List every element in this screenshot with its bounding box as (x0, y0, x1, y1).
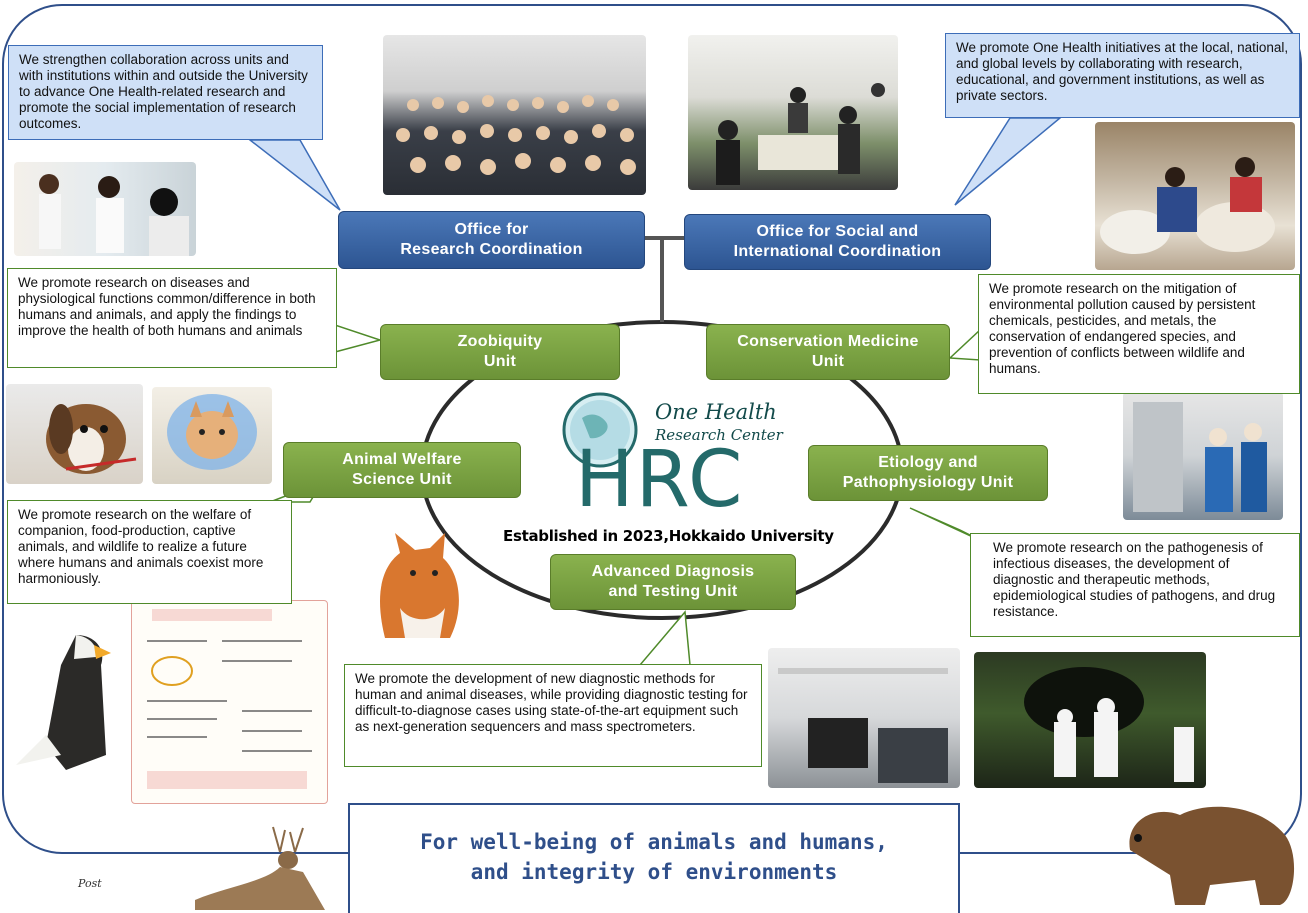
conservation-description: We promote research on the mitigation of… (978, 274, 1300, 394)
etiology-line2: Pathophysiology Unit (842, 474, 1014, 491)
conservation-line1: Conservation Medicine (737, 333, 919, 350)
office-research-line2: Research Coordination (400, 241, 583, 258)
welfare-line1: Animal Welfare (342, 451, 462, 468)
office-social-international[interactable]: Office for Social and International Coor… (684, 214, 991, 270)
logo-hrc: HRC (575, 435, 745, 525)
office-research-coordination[interactable]: Office for Research Coordination (338, 211, 645, 269)
established-caption: Established in 2023,Hokkaido University (503, 527, 834, 545)
cat-cone-photo (152, 387, 272, 484)
tail-research (247, 139, 341, 211)
tail-social (954, 117, 1063, 206)
deer-illustration (185, 822, 345, 910)
tail-zoobiquity (334, 323, 383, 353)
diagnosis-line1: Advanced Diagnosis (591, 563, 755, 580)
office-research-line1: Office for (454, 221, 529, 238)
slogan-line2: and integrity of environments (470, 860, 838, 884)
logo-one-health: One Health (655, 400, 777, 424)
office-social-line2: International Coordination (733, 243, 942, 260)
fox-illustration (365, 528, 475, 640)
conservation-medicine-unit[interactable]: Conservation Medicine Unit (706, 324, 950, 380)
social-office-description: We promote One Health initiatives at the… (945, 33, 1300, 118)
office-social-line1: Office for Social and (756, 223, 919, 240)
etiology-description: We promote research on the pathogenesis … (970, 533, 1300, 637)
group-photo (383, 35, 646, 195)
analyzer-lab-photo (768, 648, 960, 788)
hrc-logo-mark (562, 392, 638, 468)
etiology-unit[interactable]: Etiology and Pathophysiology Unit (808, 445, 1048, 501)
zoobiquity-line1: Zoobiquity (457, 333, 543, 350)
cave-fieldwork-photo (974, 652, 1206, 788)
welfare-line2: Science Unit (352, 471, 452, 488)
handwritten-notes (131, 600, 328, 804)
eagle-illustration (6, 625, 121, 775)
zoobiquity-unit[interactable]: Zoobiquity Unit (380, 324, 620, 380)
research-office-description: We strengthen collaboration across units… (8, 45, 323, 140)
welfare-description: We promote research on the welfare of co… (7, 500, 292, 604)
etiology-line1: Etiology and (878, 454, 978, 471)
zoobiquity-description: We promote research on diseases and phys… (7, 268, 337, 368)
sheep-fieldwork-photo (1095, 122, 1295, 270)
conservation-line2: Unit (811, 353, 845, 370)
diagnosis-description: We promote the development of new diagno… (344, 664, 762, 767)
tail-conservation (948, 328, 981, 361)
slogan-line1: For well-being of animals and humans, (420, 830, 888, 854)
slogan-box: For well-being of animals and humans, an… (348, 803, 960, 913)
logo-research-center: Research Center (655, 426, 783, 444)
workshop-photo (688, 35, 898, 190)
animal-welfare-unit[interactable]: Animal Welfare Science Unit (283, 442, 521, 498)
post-label: Post (78, 877, 102, 890)
dog-exam-photo (6, 384, 143, 484)
diagnosis-unit[interactable]: Advanced Diagnosis and Testing Unit (550, 554, 796, 610)
bear-illustration (1120, 790, 1305, 908)
lab-researchers-photo (14, 162, 196, 256)
zoobiquity-line2: Unit (483, 353, 517, 370)
diagnosis-line2: and Testing Unit (608, 583, 738, 600)
biosafety-lab-photo (1123, 392, 1283, 520)
